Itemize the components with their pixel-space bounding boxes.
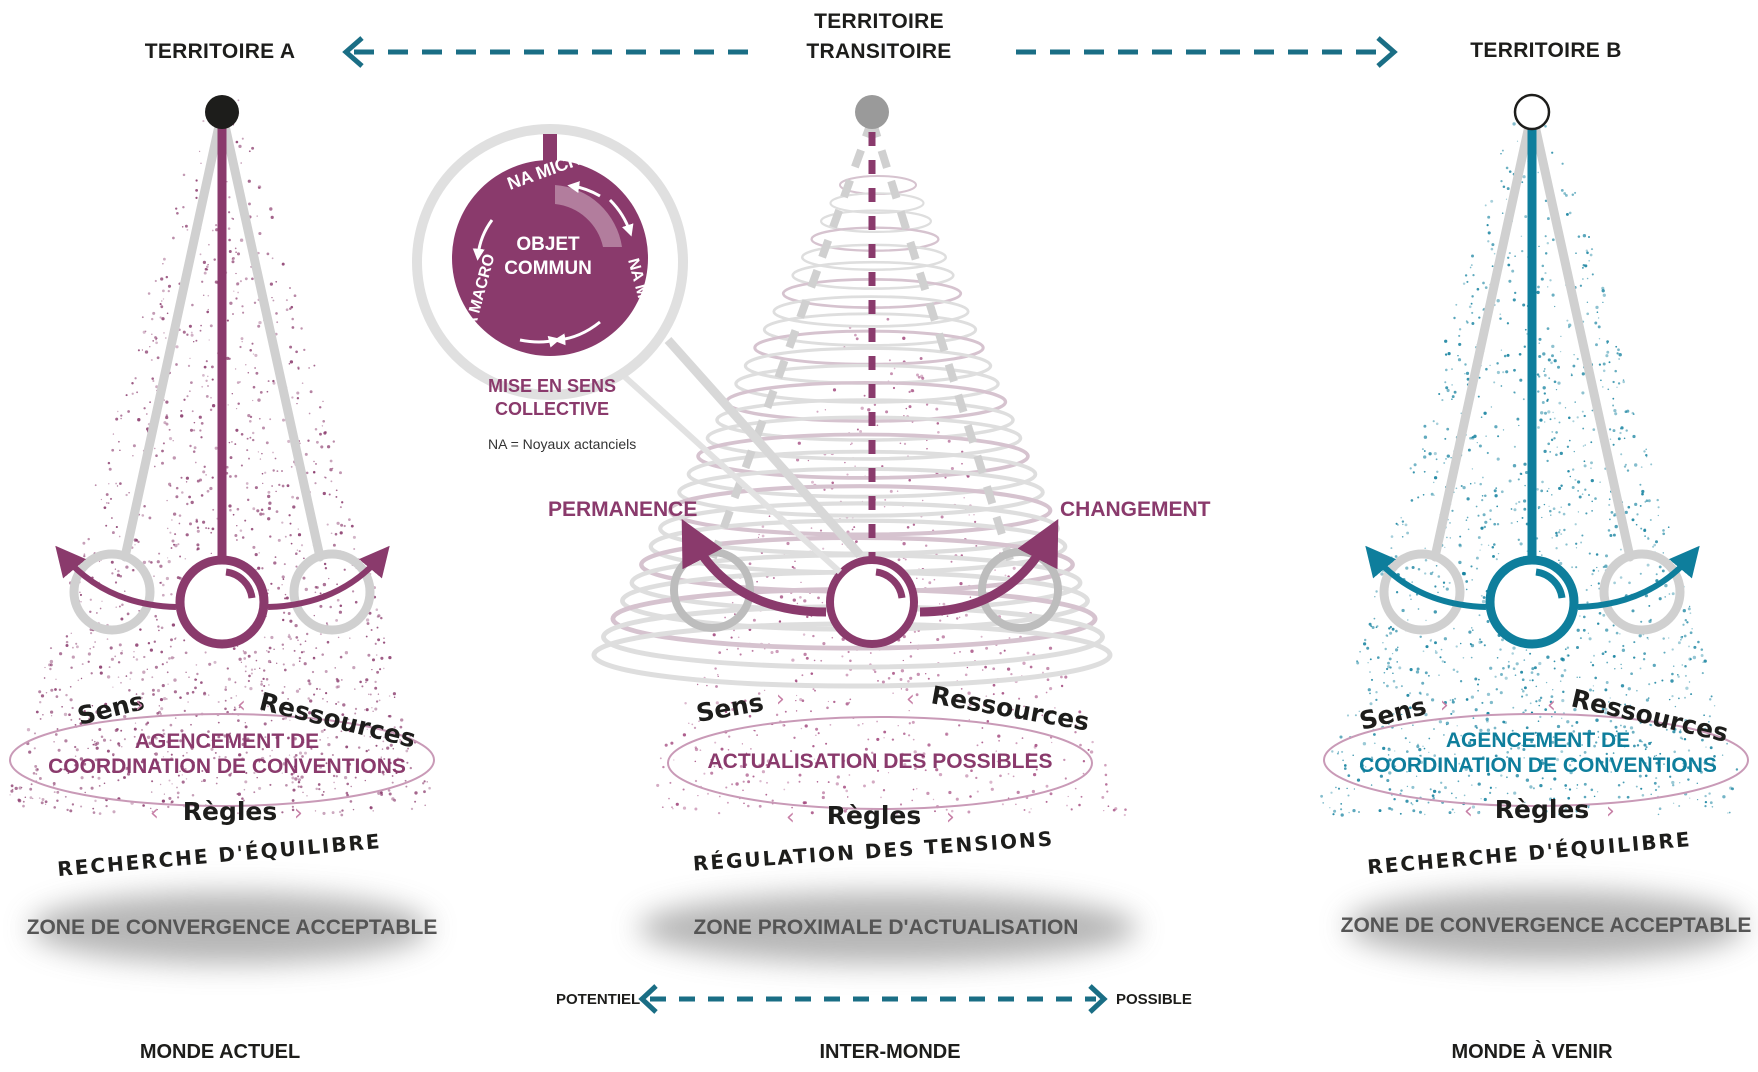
right-zone-label: ZONE DE CONVERGENCE ACCEPTABLE [1341, 914, 1752, 937]
magnifier-inset: NA MICRO NA MÉSO NA MACRO OBJET COMMUN M… [412, 124, 864, 575]
left-zone-label: ZONE DE CONVERGENCE ACCEPTABLE [27, 916, 438, 939]
zone-shadow-center [638, 892, 1138, 964]
center-ressources-label: Ressources [929, 680, 1092, 736]
pivot-white [1513, 93, 1551, 131]
objet-label: OBJET [516, 234, 580, 255]
chevron-left-icon: ‹ [150, 801, 159, 826]
center-zone-label: ZONE PROXIMALE D'ACTUALISATION [694, 916, 1079, 939]
changement-label: CHANGEMENT [1060, 498, 1211, 521]
pendulum-right [1365, 93, 1700, 649]
chevron-left-icon: ‹ [786, 805, 795, 830]
pendulum-center [670, 95, 1062, 648]
center-regles-label: Règles [827, 801, 922, 830]
right-recherche-label: RECHERCHE D'ÉQUILIBRE [1366, 827, 1692, 879]
chevron-right-icon: › [294, 801, 303, 826]
territoire-b-label: TERRITOIRE B [1470, 39, 1621, 62]
territoire-transitoire-label-1: TERRITOIRE [814, 10, 944, 33]
left-agencement-1: AGENCEMENT DE [135, 730, 319, 753]
pendulum-left [55, 95, 390, 649]
chevron-right-icon: › [1606, 799, 1615, 824]
spring-coil [819, 209, 932, 233]
chevron-right-icon: › [946, 805, 955, 830]
chevron-left-icon: ‹ [1464, 799, 1473, 824]
mise-en-sens-2: COLLECTIVE [495, 399, 609, 419]
left-regles-label: Règles [183, 797, 278, 826]
spring-coil [686, 449, 1038, 499]
chevron-left-icon: ‹ [906, 687, 915, 712]
potentiel-possible-arrow [638, 984, 1108, 1014]
spring-coil [772, 295, 970, 328]
potentiel-label: POTENTIEL [556, 991, 640, 1008]
zone-shadow-right [1346, 890, 1746, 962]
monde-actuel-label: MONDE ACTUEL [140, 1041, 300, 1063]
arrow-to-territoire-a [342, 36, 748, 68]
right-sens-label: Sens [1356, 691, 1429, 736]
pivot-black [205, 95, 239, 129]
regulation-label: RÉGULATION DES TENSIONS [692, 826, 1055, 875]
spring-coil [667, 484, 1053, 537]
pivot-gray [855, 95, 889, 129]
chevron-right-icon: › [776, 687, 785, 712]
actualisation-label: ACTUALISATION DES POSSIBLES [708, 750, 1053, 773]
chevron-left-icon: ‹ [1547, 693, 1556, 718]
commun-label: COMMUN [504, 258, 592, 279]
left-agencement-2: COORDINATION DE CONVENTIONS [48, 755, 406, 778]
center-sens-label: Sens [694, 688, 766, 728]
territoire-transitoire-label-2: TRANSITOIRE [806, 40, 951, 63]
spring-coil [677, 466, 1045, 518]
na-legend: NA = Noyaux actanciels [488, 436, 636, 452]
chevron-right-icon: › [1440, 693, 1449, 718]
arrow-to-territoire-b [1016, 36, 1398, 68]
chevron-left-icon: ‹ [237, 693, 246, 718]
spring-coil [715, 398, 1015, 442]
chevron-right-icon: › [135, 693, 144, 718]
right-regles-label: Règles [1495, 795, 1590, 824]
spring-coil [734, 363, 1000, 404]
spring-coil [705, 415, 1023, 461]
left-recherche-label: RECHERCHE D'ÉQUILIBRE [56, 829, 382, 881]
right-agencement-2: COORDINATION DE CONVENTIONS [1359, 754, 1717, 777]
mise-en-sens-1: MISE EN SENS [488, 376, 616, 396]
inter-monde-label: INTER-MONDE [819, 1041, 960, 1063]
permanence-label: PERMANENCE [548, 498, 697, 521]
cone-dots-right [1320, 101, 1739, 817]
monde-a-venir-label: MONDE À VENIR [1451, 1040, 1613, 1063]
spring-coil [829, 192, 925, 214]
possible-label: POSSIBLE [1116, 991, 1192, 1008]
territoire-a-label: TERRITOIRE A [145, 40, 296, 63]
right-agencement-1: AGENCEMENT DE [1446, 729, 1630, 752]
spring-coil [696, 432, 1030, 480]
zone-shadow-left [30, 892, 430, 964]
spring-coil [791, 260, 955, 290]
